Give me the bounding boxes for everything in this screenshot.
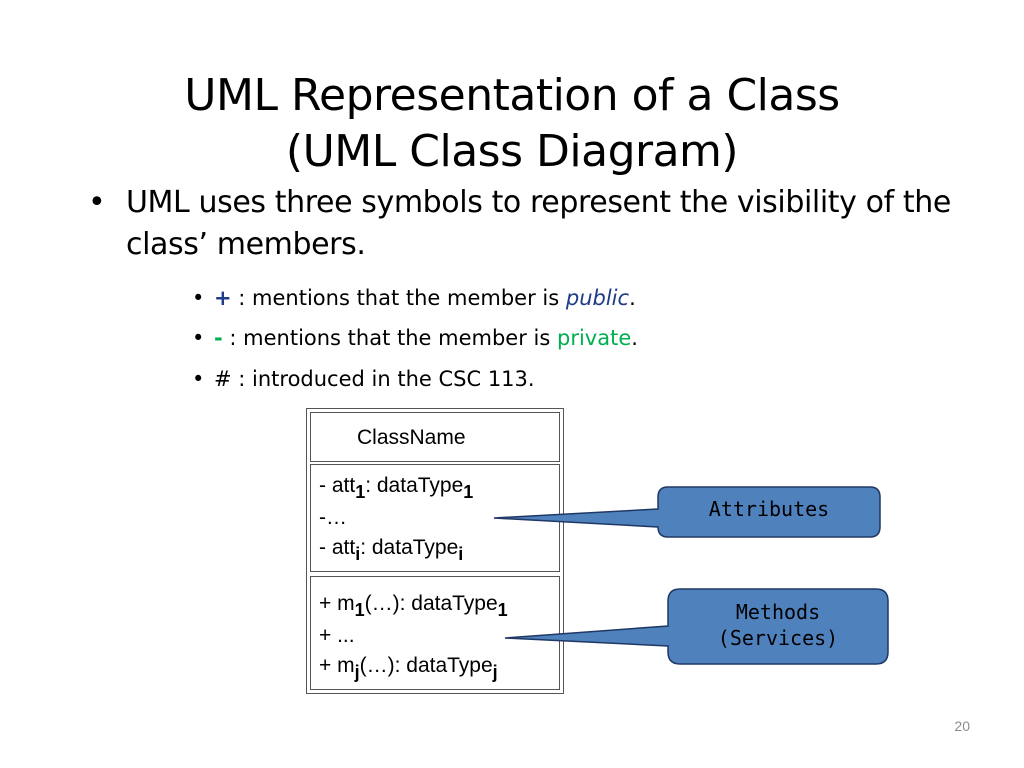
methods-callout-line-2: (Services) — [717, 626, 839, 650]
main-bullet: • UML uses three symbols to represent th… — [88, 182, 998, 266]
uml-class-box — [306, 408, 564, 694]
slide-title: UML Representation of a Class (UML Class… — [0, 68, 1024, 180]
public-keyword: public — [565, 286, 630, 310]
methods-callout-shape — [504, 588, 889, 665]
uml-method-line: + m1(…): dataType1 — [319, 592, 508, 620]
private-keyword: private — [556, 326, 632, 350]
uml-class-name-compartment: ClassName — [310, 412, 560, 462]
attributes-callout-shape — [493, 486, 881, 538]
attributes-callout-label: Attributes — [708, 497, 830, 521]
uml-attribute-line: - att1: dataType1 — [319, 474, 474, 502]
sub-bullet-end: . — [631, 326, 638, 350]
uml-method-line: + mj(…): dataTypej — [319, 654, 498, 682]
sub-bullet-end: . — [629, 286, 636, 310]
sub-bullet-private: •- : mentions that the member is private… — [192, 325, 638, 351]
uml-attribute-line: -… — [319, 506, 347, 529]
methods-callout-line-1: Methods — [735, 600, 821, 624]
uml-class-name: ClassName — [357, 426, 466, 449]
uml-attribute-line: - atti: dataTypei — [319, 536, 464, 564]
title-line-1: UML Representation of a Class — [184, 70, 840, 121]
private-symbol: - — [214, 326, 223, 350]
sub-bullet-text: : mentions that the member is — [231, 286, 566, 310]
bullet-dot-icon: • — [192, 326, 205, 350]
main-bullet-text: UML uses three symbols to represent the … — [126, 185, 951, 262]
page-number: 20 — [954, 718, 970, 734]
bullet-dot-icon: • — [192, 286, 205, 310]
public-symbol: + — [214, 286, 232, 310]
sub-bullet-text: # : introduced in the CSC 113. — [214, 367, 535, 391]
uml-method-line: + ... — [319, 624, 355, 647]
sub-bullet-public: • + : mentions that the member is public. — [192, 285, 636, 311]
methods-callout-label: Methods (Services) — [668, 599, 888, 651]
sub-bullet-text: : mentions that the member is — [222, 326, 557, 350]
bullet-dot-icon: • — [192, 367, 205, 391]
uml-methods-compartment: + m1(…): dataType1 + ... + mj(…): dataTy… — [310, 576, 560, 690]
sub-bullet-protected: • # : introduced in the CSC 113. — [192, 366, 535, 392]
bullet-dot-icon: • — [88, 185, 106, 220]
title-line-2: (UML Class Diagram) — [285, 126, 739, 177]
